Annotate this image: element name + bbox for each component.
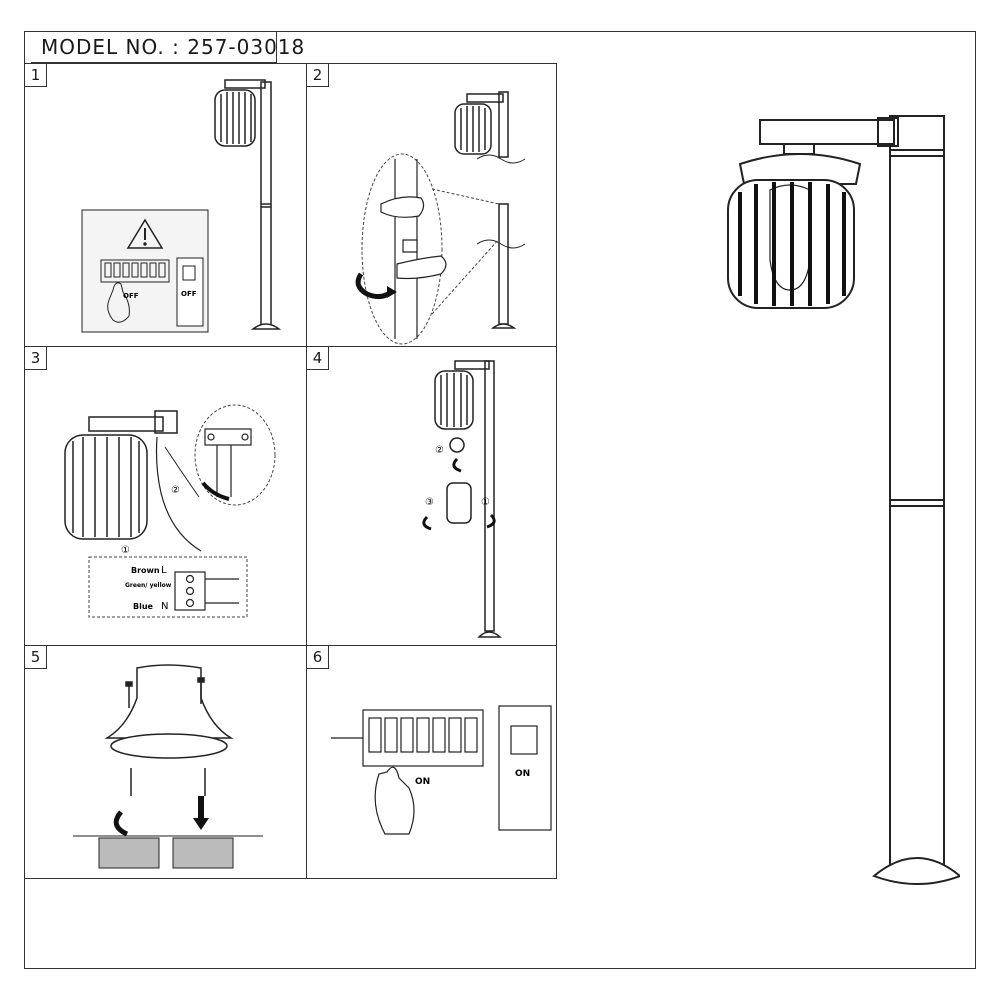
breaker-box-icon	[81, 209, 209, 333]
step-2-illustration	[355, 91, 526, 345]
switch-on-label: ON	[415, 777, 430, 787]
model-number: MODEL NO. : 257-03018	[31, 31, 304, 63]
step-1-panel: 1 OFF OFF	[24, 63, 307, 347]
step-number: 5	[25, 646, 47, 669]
blue-wire-label: Blue	[133, 602, 154, 611]
lamp-cage-bars	[738, 182, 846, 306]
drill-arrow-icon	[113, 810, 129, 837]
step-mark: ③	[425, 497, 434, 508]
hands-icon	[380, 159, 447, 339]
step-2-panel: 2	[306, 63, 557, 347]
step-1-illustration: OFF OFF	[81, 79, 282, 333]
rotate-arrow-icon	[422, 515, 432, 531]
step-mark: ①	[121, 545, 130, 556]
brown-terminal-label: L	[161, 565, 167, 576]
post-lamp-icon	[454, 91, 526, 329]
post-lamp-icon	[214, 79, 282, 330]
post-lamp-icon	[434, 360, 502, 638]
post-lamp-product-illustration	[727, 115, 960, 885]
step-4-illustration: ② ③ ①	[422, 360, 502, 638]
step-5-panel: 5	[24, 645, 307, 879]
switch-off-label: OFF	[123, 292, 139, 300]
step-number: 3	[25, 347, 47, 370]
green-yellow-wire-label: Green/ yellow	[125, 582, 172, 589]
brown-wire-label: Brown	[131, 566, 160, 575]
step-mark: ②	[435, 445, 444, 456]
zoom-detail-icon	[88, 404, 276, 618]
breaker-on-label: ON	[515, 769, 530, 779]
step-mark: ①	[481, 497, 490, 508]
step-number: 4	[307, 347, 329, 370]
blue-terminal-label: N	[161, 601, 168, 612]
step-mark: ②	[171, 485, 180, 496]
step-number: 1	[25, 64, 47, 87]
breaker-off-label: OFF	[181, 290, 197, 298]
rotate-arrow-icon	[486, 513, 496, 529]
lamp-head-icon	[64, 410, 202, 552]
step-5-illustration	[73, 664, 263, 869]
step-4-panel: 4 ② ③ ①	[306, 346, 557, 646]
step-number: 6	[307, 646, 329, 669]
rotate-arrow-icon	[355, 272, 393, 300]
ground-icon	[73, 835, 263, 869]
step-6-illustration: ON ON	[331, 705, 552, 835]
step-3-illustration: Brown L Green/ yellow Blue N ① ②	[64, 404, 276, 618]
step-3-panel: 3 Brown L Green/ yellow B	[24, 346, 307, 646]
step-number: 2	[307, 64, 329, 87]
breaker-panel-icon	[331, 705, 552, 835]
zoom-detail-icon	[361, 153, 500, 345]
step-6-panel: 6 ON ON	[306, 645, 557, 879]
rotate-arrow-icon	[452, 457, 462, 473]
post-base-icon	[104, 664, 234, 796]
